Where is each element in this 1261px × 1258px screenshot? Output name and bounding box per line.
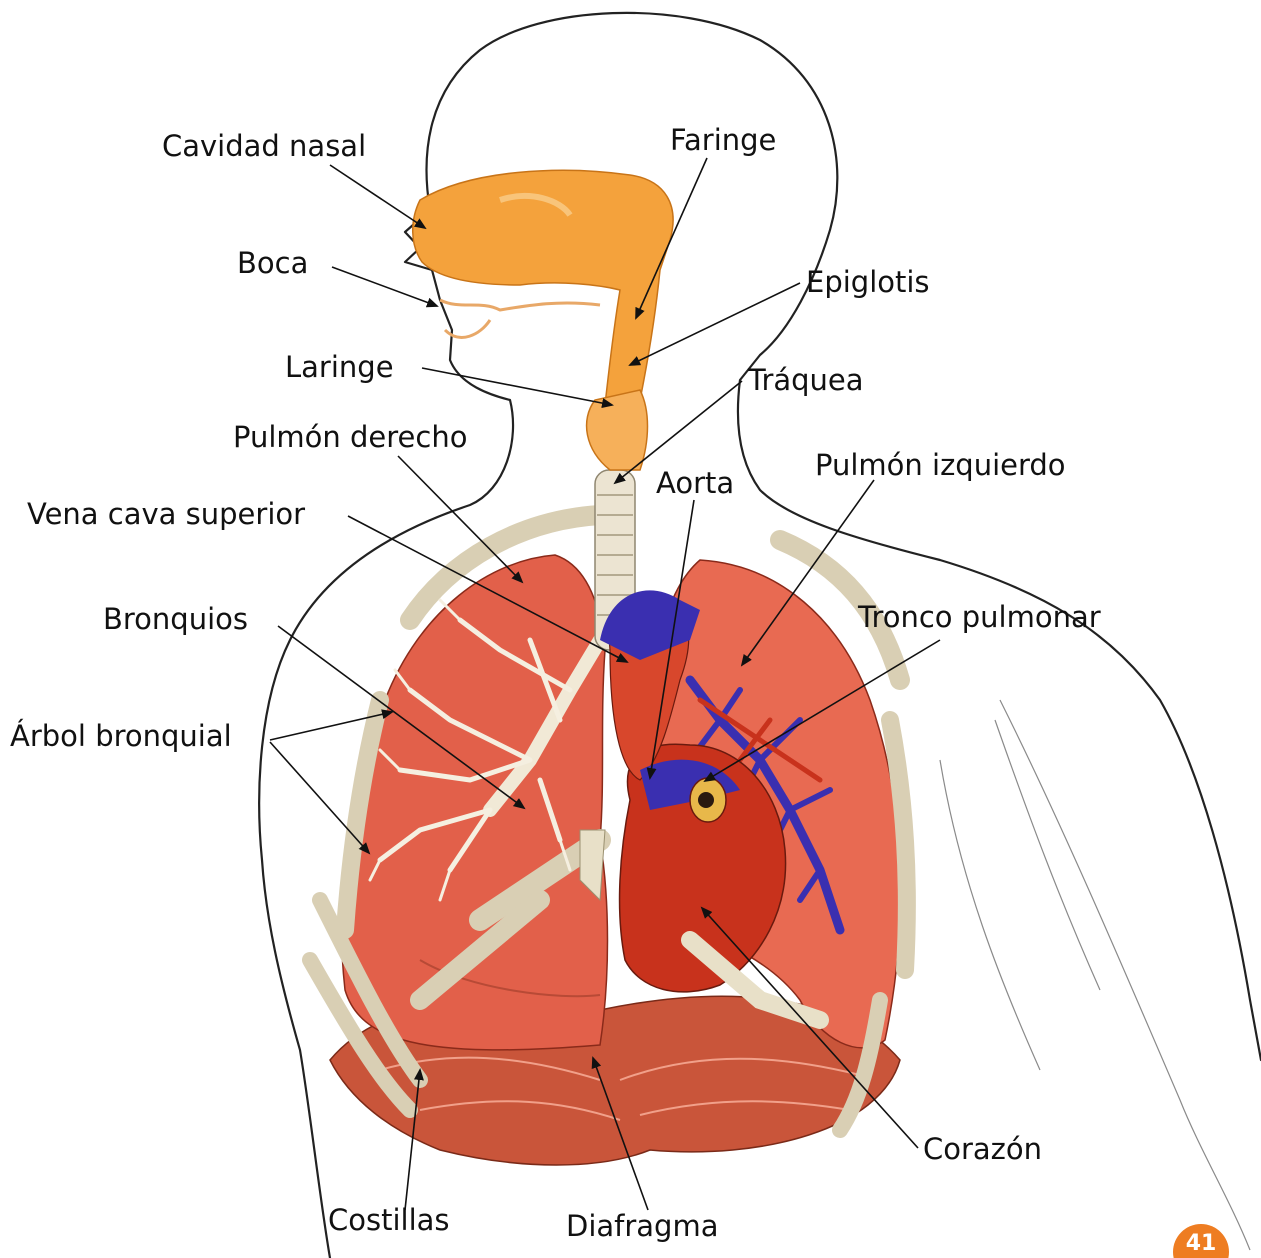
page-number: 41 [1186, 1231, 1217, 1256]
label-diafragma: Diafragma [566, 1209, 719, 1243]
label-traquea: Tráquea [747, 363, 864, 397]
label-arbol-bronquial: Árbol bronquial [10, 719, 232, 753]
label-cavidad-nasal: Cavidad nasal [162, 129, 366, 163]
label-epiglotis: Epiglotis [806, 265, 930, 299]
label-pulmon-izquierdo: Pulmón izquierdo [815, 448, 1066, 482]
page-number-badge: 41 [1173, 1224, 1229, 1258]
label-vena-cava-superior: Vena cava superior [27, 497, 305, 531]
label-faringe: Faringe [670, 123, 776, 157]
leader-boca [332, 267, 437, 306]
label-aorta: Aorta [656, 466, 734, 500]
label-laringe: Laringe [285, 350, 394, 384]
label-tronco-pulmonar: Tronco pulmonar [857, 600, 1101, 634]
label-pulmon-derecho: Pulmón derecho [233, 420, 467, 454]
label-boca: Boca [237, 246, 308, 280]
label-corazon: Corazón [923, 1132, 1042, 1166]
label-bronquios: Bronquios [103, 602, 248, 636]
label-costillas: Costillas [328, 1203, 450, 1237]
leader-laringe [422, 368, 612, 405]
leader-cavidad-nasal [330, 165, 425, 228]
